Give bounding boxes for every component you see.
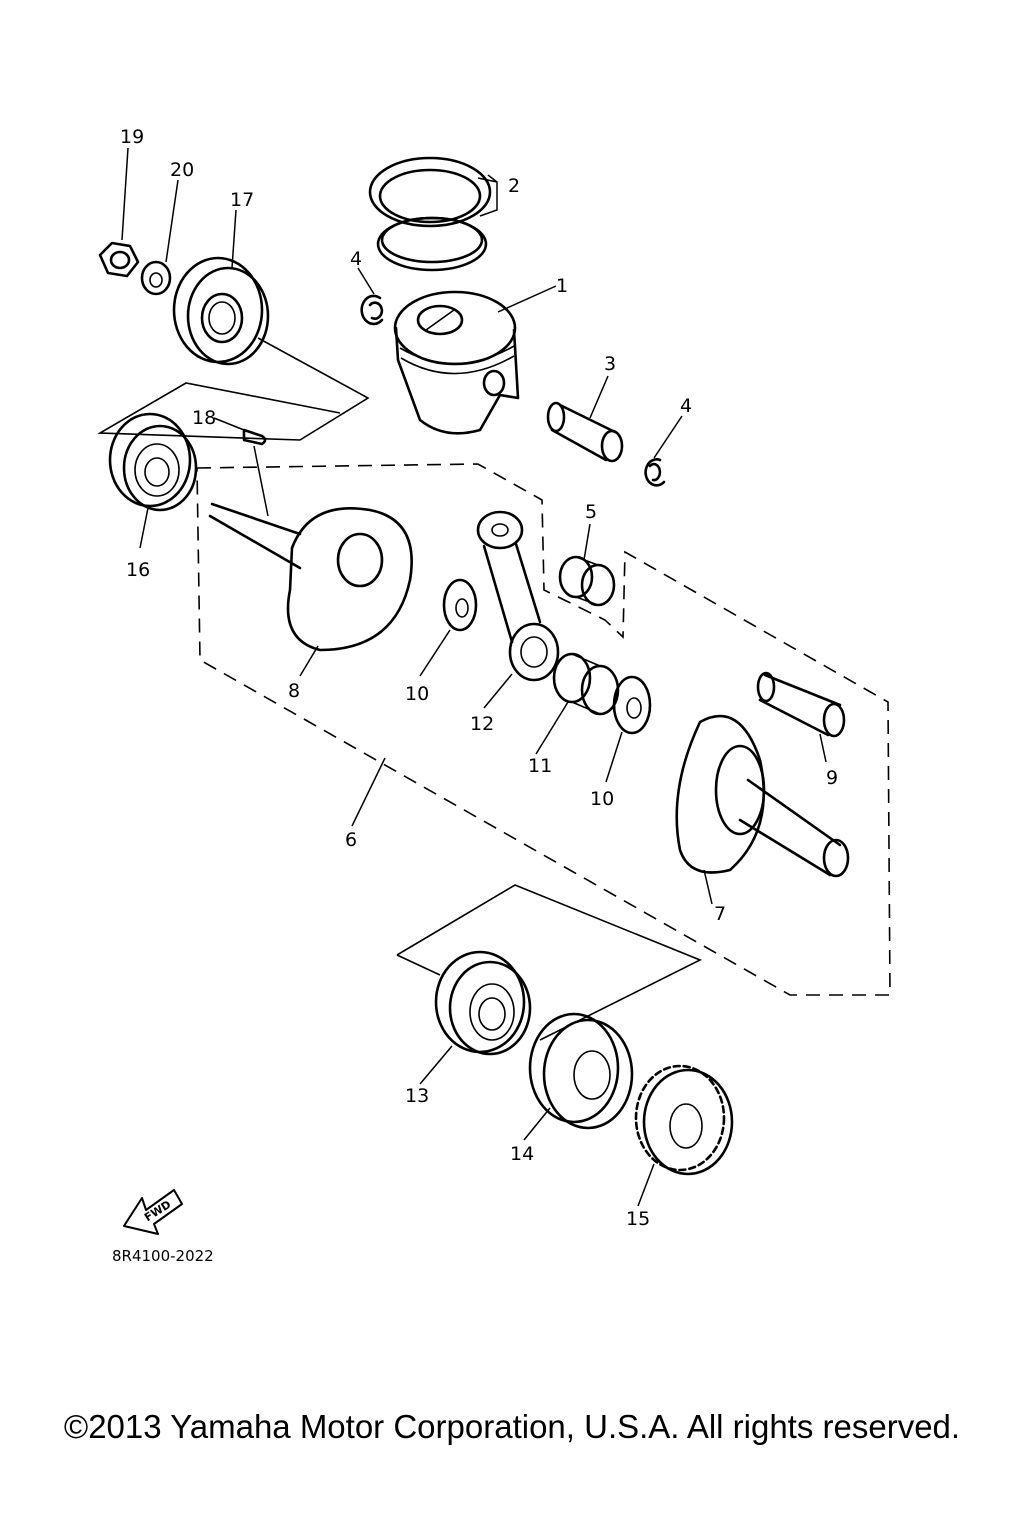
piston-pin-part xyxy=(546,401,624,463)
callout-10: 10 xyxy=(590,788,614,810)
thrust-washer-part xyxy=(442,578,478,632)
oil-seal-part xyxy=(528,1012,634,1130)
crank-pin-part xyxy=(756,671,846,738)
oil-seal-part xyxy=(172,256,270,366)
callout-3: 3 xyxy=(604,353,616,375)
bearing-part xyxy=(108,412,198,512)
thrust-washer-part xyxy=(612,675,652,735)
copyright-notice: ©2013 Yamaha Motor Corporation, U.S.A. A… xyxy=(63,1408,961,1445)
oil-seal-projection-lines xyxy=(97,337,370,441)
callout-14: 14 xyxy=(510,1143,534,1165)
big-end-bearing-part xyxy=(552,652,620,716)
drawing-code: 8R4100-2022 xyxy=(112,1247,214,1265)
callout-10: 10 xyxy=(405,683,429,705)
callout-12: 12 xyxy=(470,713,494,735)
circlip-part xyxy=(644,458,666,487)
callout-11: 11 xyxy=(528,755,552,777)
connecting-rod-part xyxy=(476,510,560,682)
woodruff-key-part xyxy=(242,428,267,446)
circlip-part xyxy=(360,294,384,326)
callout-8: 8 xyxy=(288,680,300,702)
callout-13: 13 xyxy=(405,1085,429,1107)
callout-6: 6 xyxy=(345,829,357,851)
crank-assembly-outline xyxy=(196,463,891,996)
right-crank-part xyxy=(675,714,850,878)
bearing-part xyxy=(434,950,532,1056)
callout-17: 17 xyxy=(230,189,254,211)
callout-7: 7 xyxy=(714,903,726,925)
callout-15: 15 xyxy=(626,1208,650,1230)
callout-16: 16 xyxy=(126,559,150,581)
callout-4: 4 xyxy=(350,248,362,270)
fwd-arrow-icon: FWD xyxy=(123,1189,183,1235)
piston-rings-part xyxy=(368,156,492,272)
primary-drive-gear-part xyxy=(634,1064,734,1176)
lock-washer-part xyxy=(140,260,172,296)
left-crank-part xyxy=(208,502,413,652)
nut-part xyxy=(98,241,140,278)
small-end-bearing-part xyxy=(558,555,616,607)
bearing-projection-lines xyxy=(396,884,702,1041)
callout-4: 4 xyxy=(680,395,692,417)
callout-5: 5 xyxy=(585,501,597,523)
callout-2: 2 xyxy=(508,175,520,197)
callout-leaders xyxy=(121,147,827,1207)
callout-1: 1 xyxy=(556,275,568,297)
piston-part xyxy=(393,290,520,435)
callout-20: 20 xyxy=(170,159,194,181)
callout-19: 19 xyxy=(120,126,144,148)
callout-9: 9 xyxy=(826,767,838,789)
callout-18: 18 xyxy=(192,407,216,429)
